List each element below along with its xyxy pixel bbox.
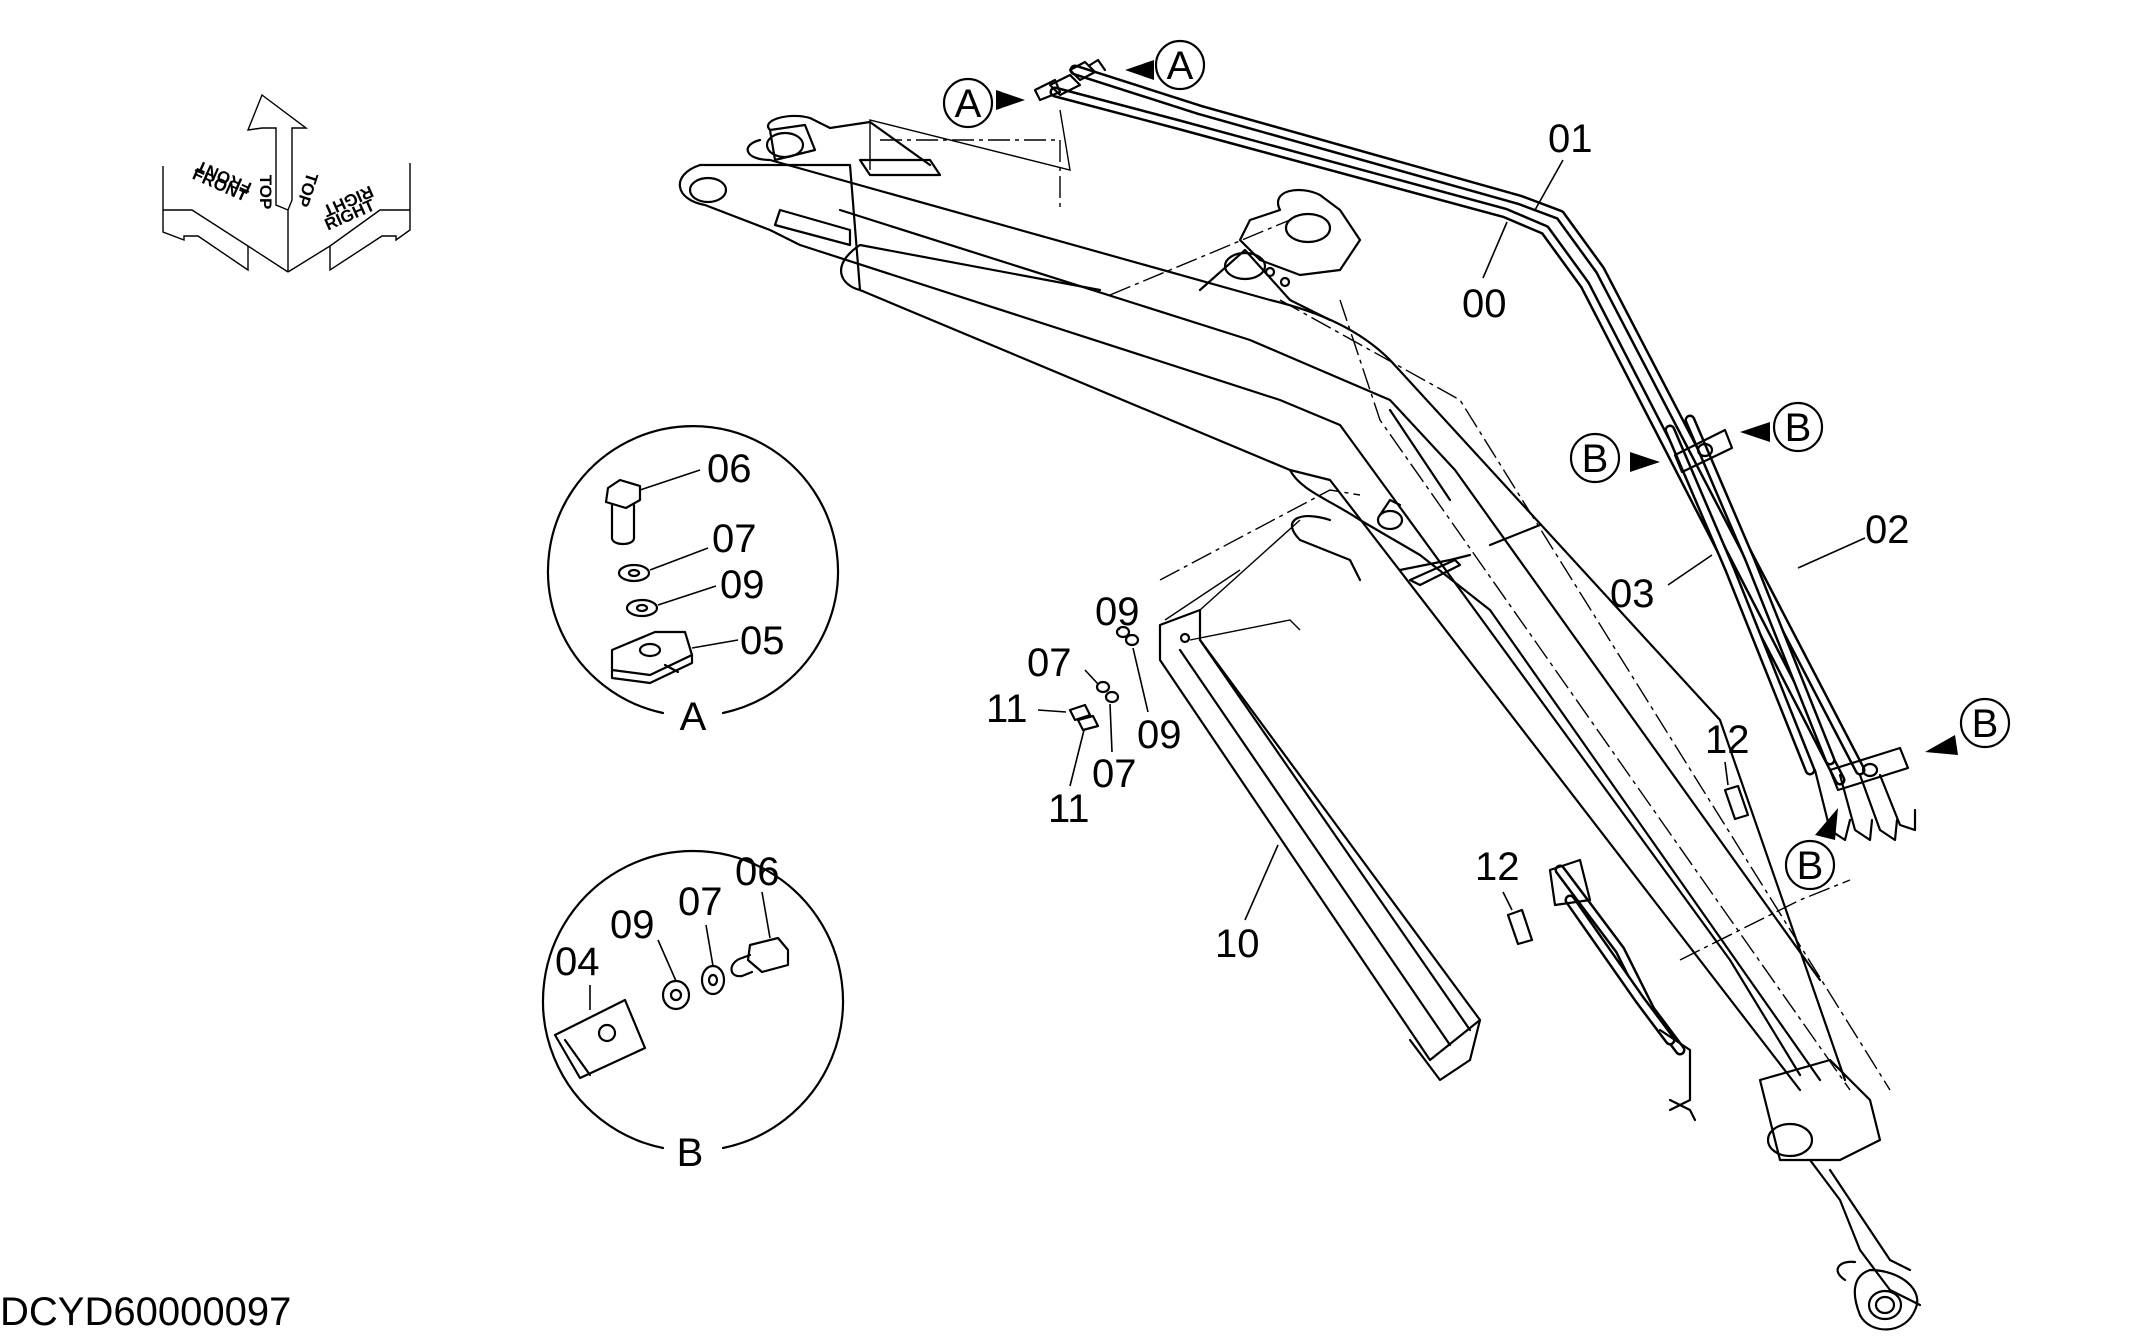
detail-b: B 06 07 09 04 [541,850,845,1175]
part-label-12-a: 12 [1705,718,1750,762]
part-label-01: 01 [1548,117,1593,161]
part-labels: 01 00 02 03 09 07 09 11 07 11 10 12 12 [986,117,1910,966]
detail-a-title: A [680,695,707,739]
part-label-09-b: 09 [1137,713,1182,757]
document-id: DCYD60000097 [0,1290,291,1334]
callout-b-3: B [1925,697,2011,755]
detail-a-part-09: 09 [720,563,765,607]
part-label-09-a: 09 [1095,590,1140,634]
callout-b-1: B [1569,432,1660,484]
callout-a-1-label: A [1167,44,1194,88]
part-label-07-a: 07 [1027,641,1072,685]
callout-b-3-label: B [1972,702,1999,746]
callout-b-2-label: B [1785,406,1812,450]
detail-b-part-07: 07 [678,880,723,924]
part-label-11-a: 11 [986,687,1028,731]
detail-b-part-09: 09 [610,903,655,947]
detail-a-part-07: 07 [712,517,757,561]
callout-a-1: A [1125,39,1206,91]
part-label-02: 02 [1865,508,1910,552]
part-label-07-b: 07 [1092,752,1137,796]
boom-structure [678,114,1922,1331]
part-label-03: 03 [1610,572,1655,616]
part-label-11-b: 11 [1048,787,1090,831]
detail-a-part-06: 06 [707,447,752,491]
detail-b-title: B [677,1131,704,1175]
callout-b-1-label: B [1582,437,1609,481]
callout-b-4-label: B [1797,844,1824,888]
orientation-indicator: TOP TOP FRONT FRONT RIGHT RIGHT [162,93,411,273]
callout-b-2: B [1740,401,1824,453]
callout-b-4: B [1784,808,1838,891]
part-label-12-b: 12 [1475,845,1520,889]
boom-pipes [1033,58,1917,1122]
detail-a-part-05: 05 [740,619,785,663]
detail-b-part-04: 04 [555,940,600,984]
detail-a: A 06 07 09 05 [546,425,840,739]
hardware-cluster [1068,625,1140,732]
detail-b-part-06: 06 [735,850,780,894]
callout-a-2-label: A [955,82,982,126]
orientation-top-label: TOP [256,175,275,210]
part-10-guard [1158,519,1482,1082]
callout-a-2: A [942,77,1025,129]
part-label-00: 00 [1462,282,1507,326]
orientation-top-label-2: TOP [293,170,322,209]
part-label-10: 10 [1215,922,1260,966]
